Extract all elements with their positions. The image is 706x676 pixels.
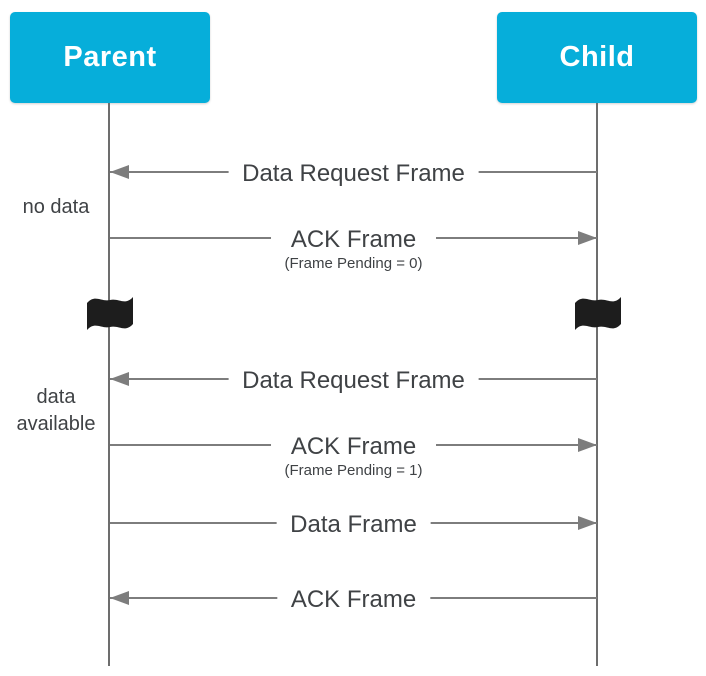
message-ack-1: ACK Frame (Frame Pending = 0) (110, 225, 597, 272)
parent-lifeline (108, 103, 110, 666)
arrowhead-right-icon (578, 438, 597, 452)
message-ack-2: ACK Frame (Frame Pending = 1) (110, 432, 597, 479)
message-label: Data Frame (276, 510, 431, 540)
arrowhead-left-icon (110, 165, 129, 179)
side-note-data-available: data available (16, 386, 96, 435)
message-ack-3: ACK Frame (110, 585, 597, 615)
message-label-text: Data Request Frame (242, 367, 465, 394)
message-label: Data Request Frame (228, 366, 479, 396)
message-label: ACK Frame (Frame Pending = 1) (270, 432, 437, 479)
flag-icon (575, 297, 621, 330)
arrowhead-right-icon (578, 516, 597, 530)
message-label-text: Data Frame (290, 511, 417, 538)
message-label: ACK Frame (Frame Pending = 0) (270, 225, 437, 272)
message-data-frame: Data Frame (110, 510, 597, 540)
message-sublabel-text: (Frame Pending = 0) (284, 255, 423, 272)
message-label-text: ACK Frame (290, 433, 417, 460)
message-label: ACK Frame (276, 585, 431, 615)
message-label-text: ACK Frame (290, 226, 417, 253)
arrowhead-left-icon (110, 591, 129, 605)
message-data-request-2: Data Request Frame (110, 366, 597, 396)
actor-child-box: Child (497, 12, 697, 103)
message-label-text: ACK Frame (290, 586, 417, 613)
side-note-no-data: no data (22, 196, 90, 218)
message-data-request-1: Data Request Frame (110, 159, 597, 189)
message-label: Data Request Frame (228, 159, 479, 189)
message-sublabel-text: (Frame Pending = 1) (284, 462, 423, 479)
arrowhead-right-icon (578, 231, 597, 245)
actor-parent-label: Parent (63, 41, 157, 73)
flag-icon (87, 297, 133, 330)
actor-parent-box: Parent (10, 12, 210, 103)
arrowhead-left-icon (110, 372, 129, 386)
child-lifeline (596, 103, 598, 666)
message-label-text: Data Request Frame (242, 160, 465, 187)
actor-child-label: Child (559, 41, 635, 73)
